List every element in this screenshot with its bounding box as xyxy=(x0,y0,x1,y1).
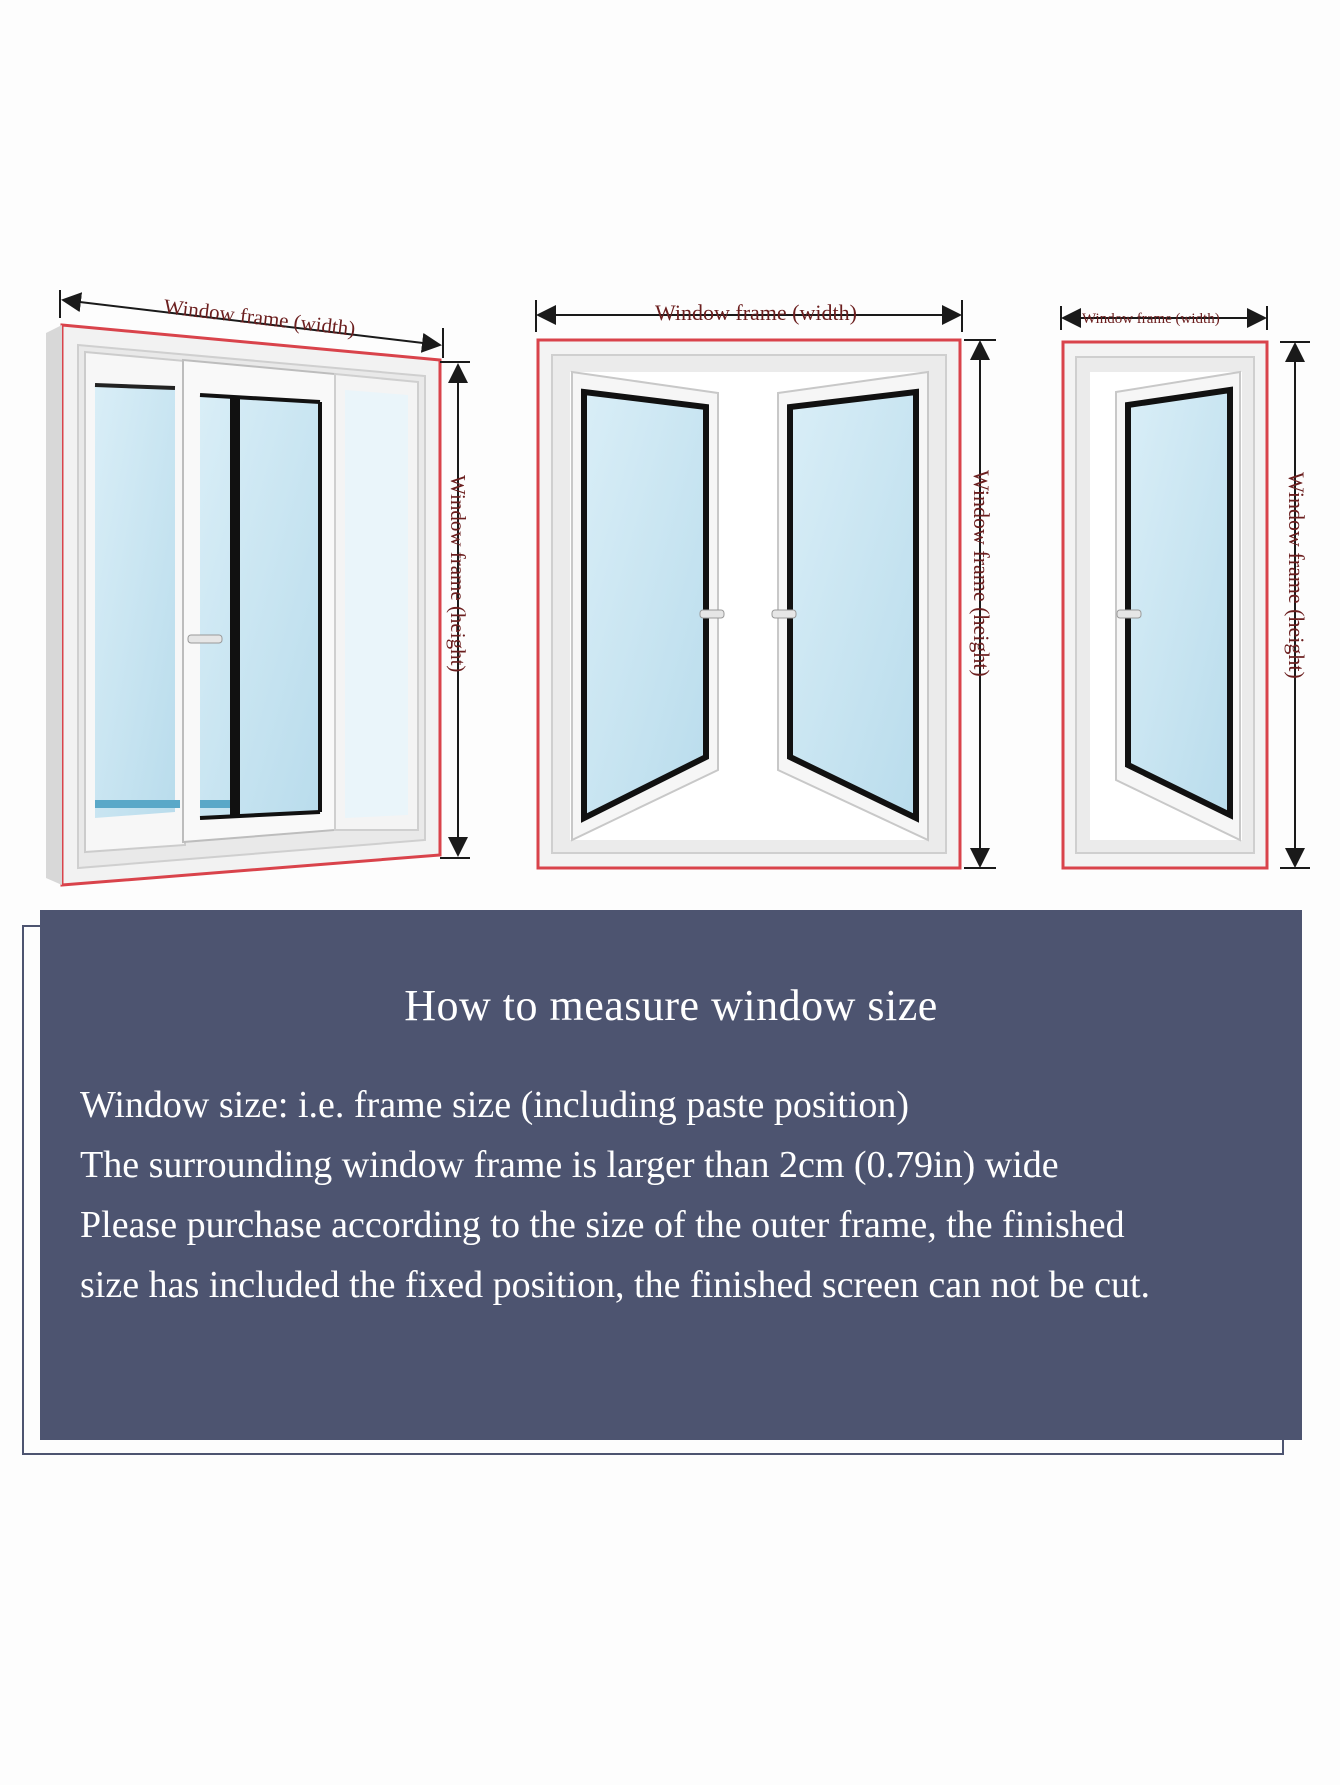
width-label: Window frame (width) xyxy=(1082,311,1220,327)
panel-outline-top xyxy=(22,925,40,927)
glass-pane xyxy=(581,388,709,823)
info-line: Window size: i.e. frame size (including … xyxy=(80,1084,909,1126)
width-dimension-arrow xyxy=(61,292,442,353)
info-line: Please purchase according to the size of… xyxy=(80,1204,1125,1246)
height-label: Window frame (height) xyxy=(1284,472,1309,679)
measurement-info-panel: How to measure window size Window size: … xyxy=(40,910,1302,1440)
width-label: Window frame (width) xyxy=(655,300,857,325)
width-label: Window frame (width) xyxy=(162,294,356,341)
window-measurement-diagram: Window frame (width) Window frame (heigh… xyxy=(46,290,1310,887)
height-label: Window frame (height) xyxy=(969,470,994,677)
info-line: The surrounding window frame is larger t… xyxy=(80,1144,1059,1186)
glass-pane xyxy=(787,388,919,823)
glass-pane xyxy=(95,385,175,818)
info-title: How to measure window size xyxy=(404,981,938,1030)
double-casement-window-diagram: Window frame (width) Window frame (heigh… xyxy=(535,300,996,870)
glass-pane xyxy=(200,395,320,818)
single-casement-window-diagram: Window frame (width) Window frame (heigh… xyxy=(1060,306,1310,870)
glass-pane xyxy=(1125,386,1233,820)
height-label: Window frame (height) xyxy=(446,475,470,672)
window-handle xyxy=(771,609,797,619)
window-handle xyxy=(699,609,725,619)
window-handle xyxy=(187,634,223,644)
window-handle xyxy=(1116,609,1142,619)
info-lines: Window size: i.e. frame size (including … xyxy=(80,1075,1272,1315)
sliding-window-diagram: Window frame (width) Window frame (heigh… xyxy=(46,290,470,887)
info-line: size has included the fixed position, th… xyxy=(80,1264,1151,1306)
